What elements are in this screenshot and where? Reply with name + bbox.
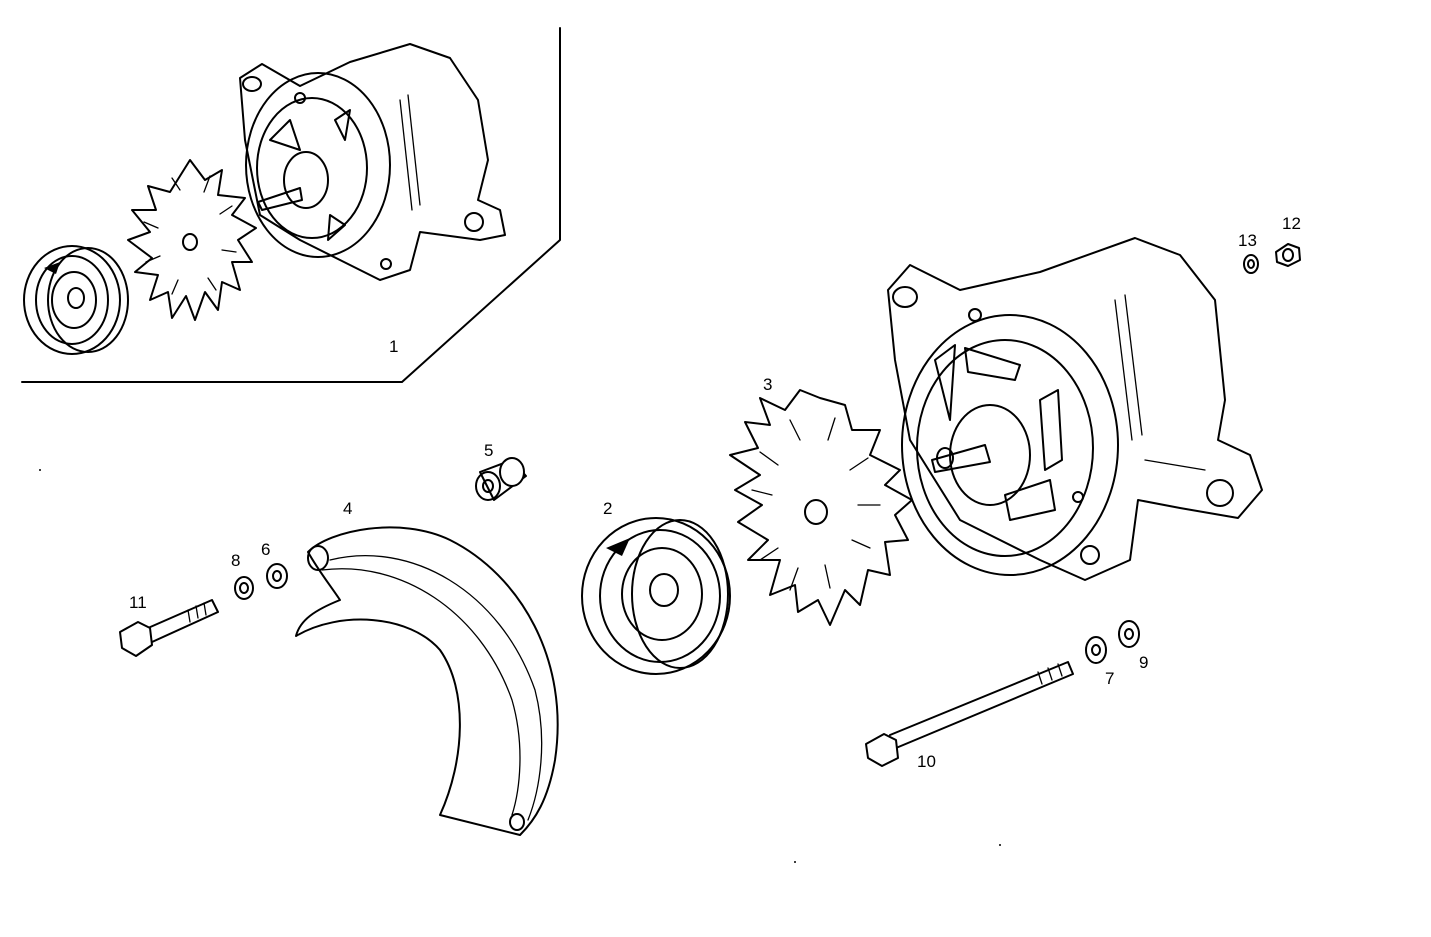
callout-11: 11 [129,593,147,612]
washer-13 [1243,254,1259,274]
callout-4: 4 [343,499,352,518]
callout-9: 9 [1139,653,1148,672]
main-fan [729,389,913,626]
callout-2: 2 [603,499,612,518]
washer-8 [234,576,254,600]
washer-6 [266,563,288,589]
long-bolt [865,661,1074,767]
washer-9 [1118,620,1140,648]
inset-fan [127,159,257,321]
nut-12 [1275,243,1301,267]
callout-13: 13 [1238,231,1257,250]
callout-6: 6 [261,540,270,559]
short-bolt [119,599,219,657]
inset-frame [21,27,561,383]
callout-3: 3 [763,375,772,394]
callout-5: 5 [484,441,493,460]
spacer-sleeve [475,457,527,501]
main-alternator-body [887,237,1263,581]
callout-7: 7 [1105,669,1114,688]
inset-alternator-assembly [23,43,506,355]
inset-pulley [23,245,129,355]
callout-8: 8 [231,551,240,570]
washer-7 [1085,636,1107,664]
inset-alternator-body [239,43,506,281]
main-pulley [581,517,731,675]
belt-guard [295,526,559,836]
callout-1: 1 [389,337,398,356]
callout-12: 12 [1282,214,1301,233]
callout-labels: 1 2 3 4 5 6 7 8 9 10 11 12 13 [129,214,1301,771]
callout-10: 10 [917,752,936,771]
